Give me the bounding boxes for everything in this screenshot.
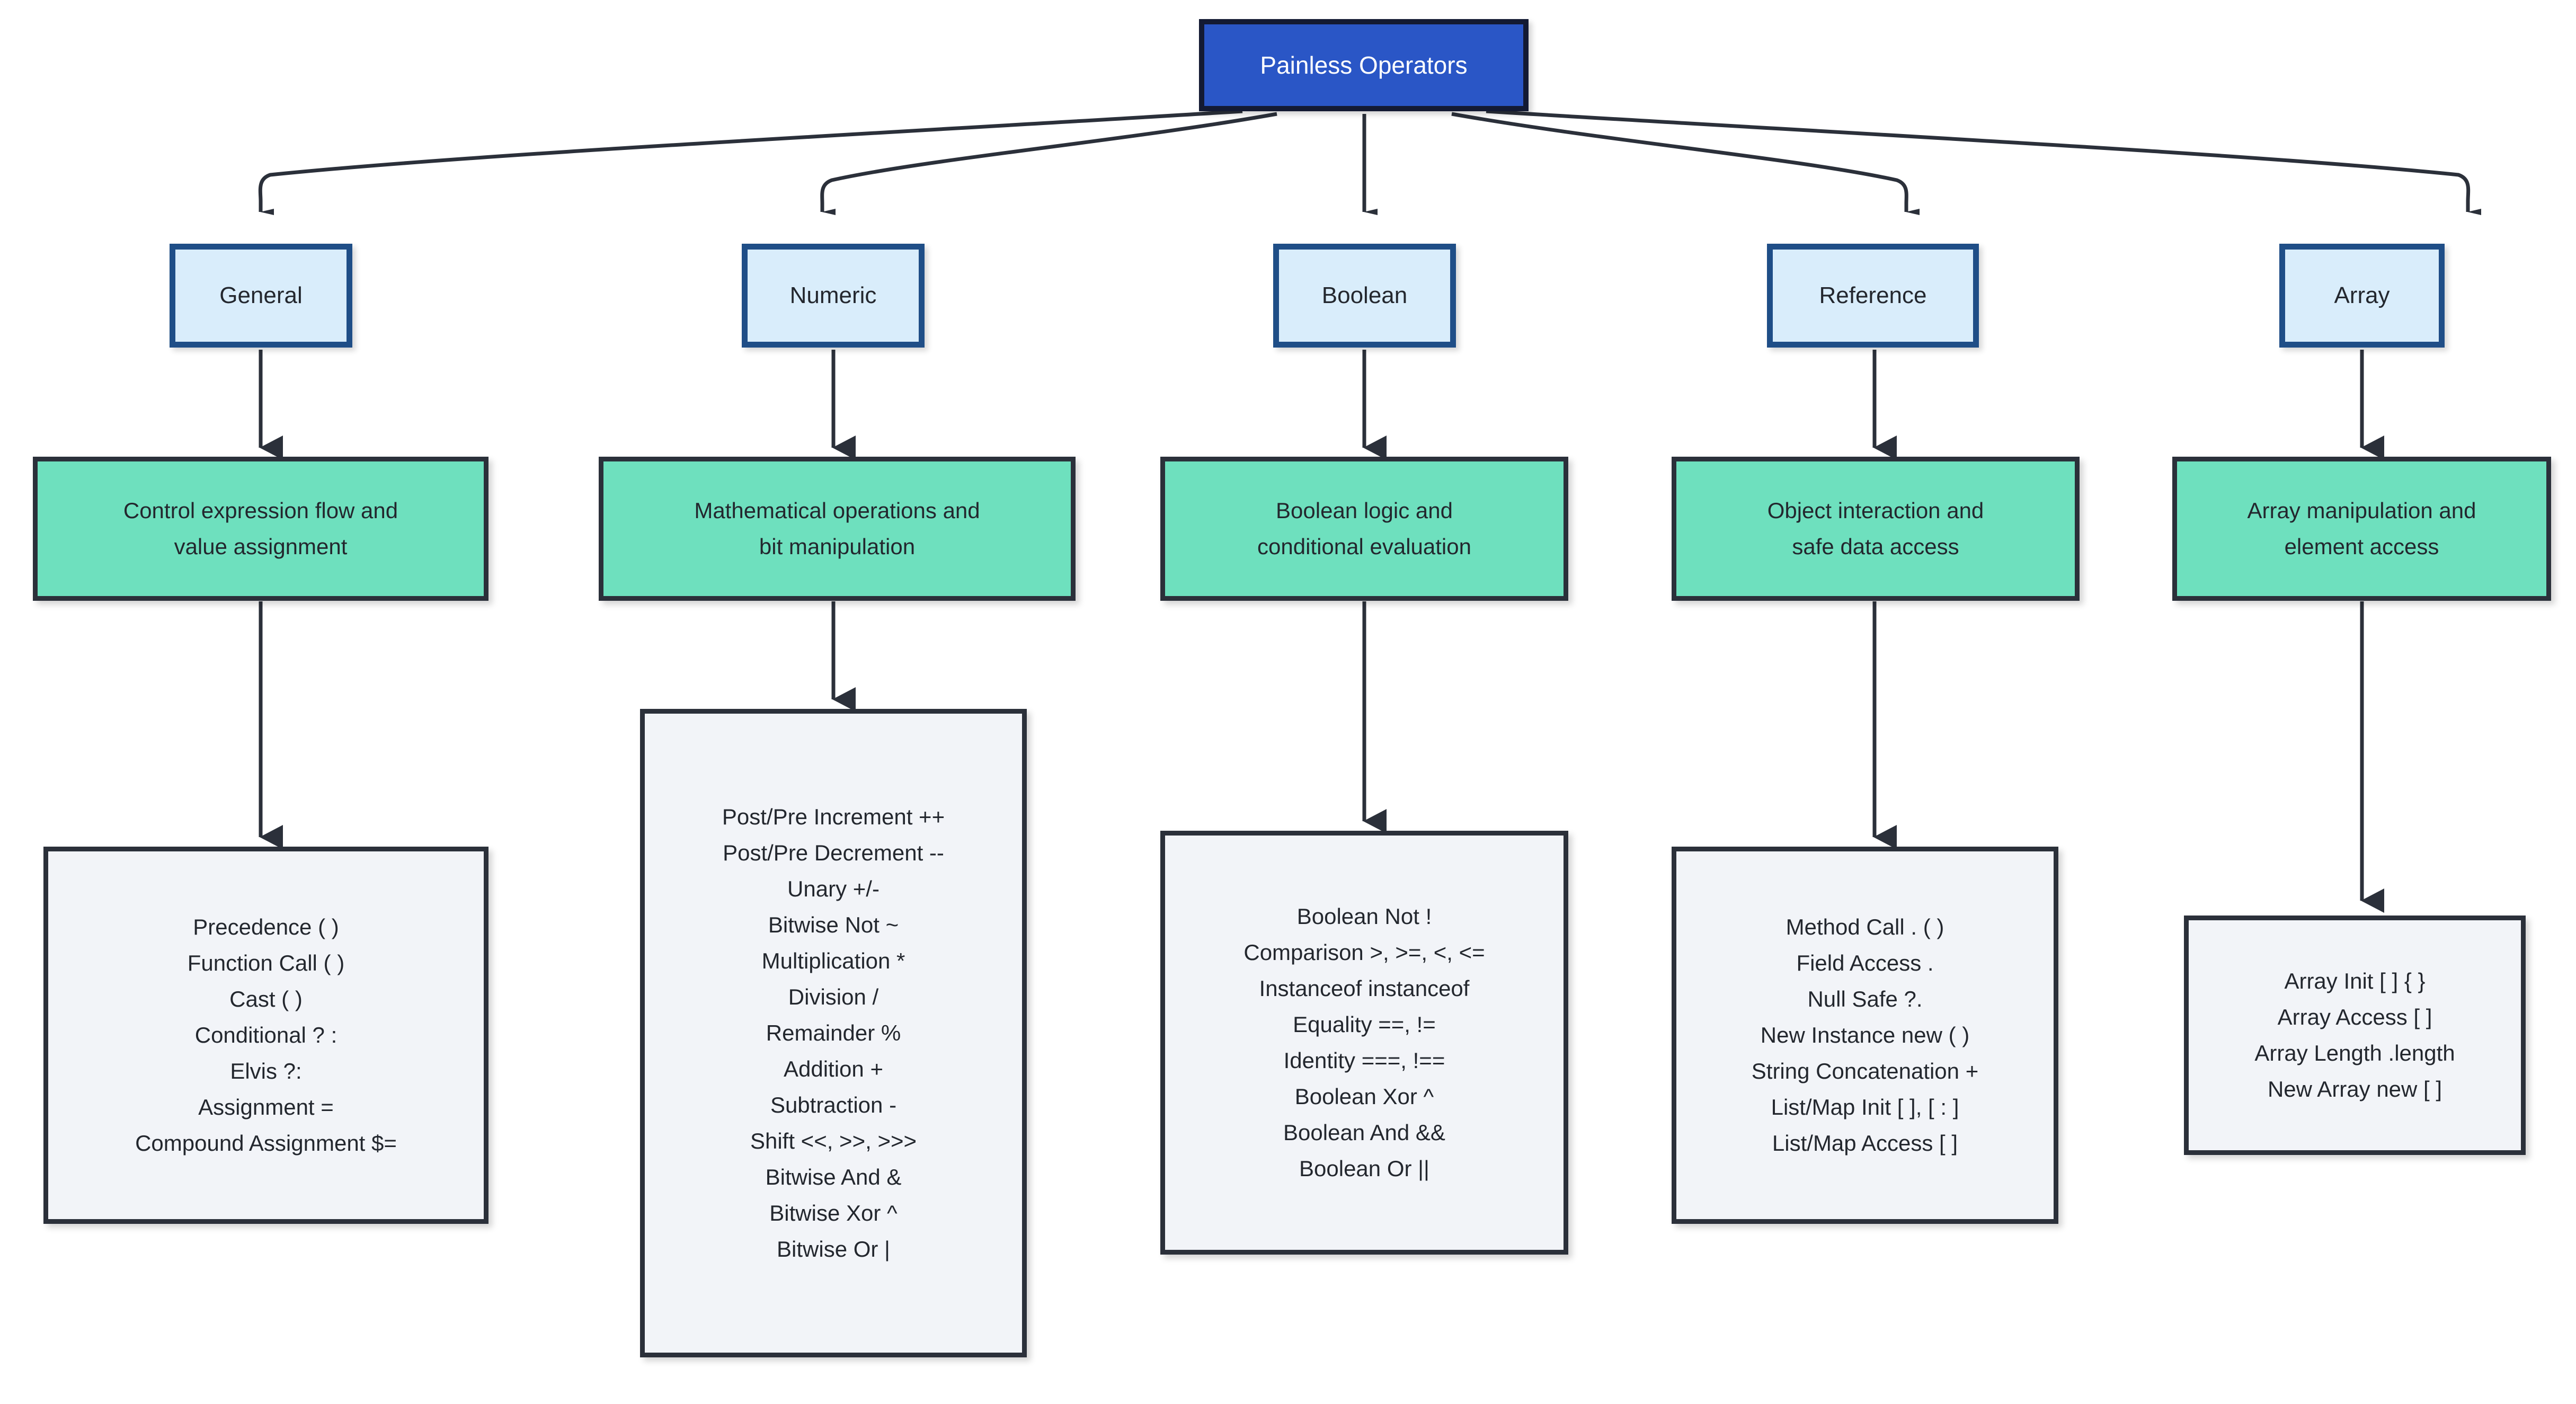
description-node-numeric[interactable]: Mathematical operations and bit manipula…	[599, 457, 1076, 601]
detail-item: Conditional ? :	[194, 1022, 337, 1047]
detail-item: Bitwise And &	[765, 1165, 902, 1190]
description-text: Object interaction and safe data access	[1767, 493, 1984, 565]
category-label: General	[219, 282, 303, 308]
description-node-general[interactable]: Control expression flow and value assign…	[33, 457, 488, 601]
detail-item: Multiplication *	[761, 948, 905, 973]
detail-item: String Concatenation +	[1751, 1059, 1979, 1084]
description-line: Mathematical operations and	[694, 497, 980, 523]
detail-item: Bitwise Or |	[777, 1237, 890, 1262]
detail-item: Instanceof instanceof	[1259, 975, 1470, 1001]
detail-item: Boolean And &&	[1283, 1120, 1445, 1145]
description-text: Mathematical operations and bit manipula…	[694, 493, 980, 565]
detail-item: Subtraction -	[770, 1092, 897, 1118]
detail-item: Array Length .length	[2254, 1041, 2455, 1065]
detail-item: List/Map Init [ ], [ : ]	[1771, 1095, 1959, 1120]
detail-node-reference[interactable]: Method Call . ( ) Field Access . Null Safe…	[1672, 847, 2058, 1224]
detail-item: Identity ===, !==	[1283, 1048, 1445, 1073]
description-line: Control expression flow and	[123, 497, 398, 523]
detail-item: New Array new [ ]	[2267, 1077, 2442, 1102]
root-label: Painless Operators	[1260, 51, 1468, 79]
detail-item: Null Safe ?.	[1807, 986, 1923, 1011]
description-line: Object interaction and	[1767, 497, 1984, 523]
description-text: Array manipulation and element access	[2248, 493, 2476, 565]
detail-node-general[interactable]: Precedence ( ) Function Call ( ) Cast ( ) C…	[43, 847, 488, 1224]
detail-item: Addition +	[784, 1056, 883, 1082]
detail-item: Equality ==, !=	[1293, 1011, 1436, 1037]
category-node-general[interactable]: General	[170, 244, 352, 348]
detail-item: Compound Assignment $=	[135, 1131, 397, 1156]
category-label: Array	[2334, 282, 2390, 308]
detail-item: Division /	[788, 984, 879, 1009]
detail-item: Comparison >, >=, <, <=	[1243, 939, 1485, 965]
detail-item: Array Access [ ]	[2277, 1004, 2432, 1029]
detail-item: Remainder %	[766, 1020, 901, 1045]
description-node-array[interactable]: Array manipulation and element access	[2172, 457, 2551, 601]
category-node-boolean[interactable]: Boolean	[1273, 244, 1456, 348]
detail-item: Shift <<, >>, >>>	[750, 1128, 917, 1154]
detail-item: Assignment =	[198, 1095, 334, 1120]
detail-node-boolean[interactable]: Boolean Not ! Comparison >, >=, <, <= Inst…	[1160, 831, 1568, 1255]
detail-item: Function Call ( )	[187, 950, 345, 975]
detail-item: Cast ( )	[229, 986, 303, 1011]
detail-item: Elvis ?:	[230, 1059, 302, 1084]
detail-item: List/Map Access [ ]	[1772, 1131, 1958, 1156]
description-line: conditional evaluation	[1257, 534, 1471, 559]
root-node[interactable]: Painless Operators	[1199, 19, 1529, 111]
detail-item: Boolean Xor ^	[1294, 1084, 1434, 1109]
detail-item: Unary +/-	[787, 876, 880, 901]
category-node-reference[interactable]: Reference	[1767, 244, 1979, 348]
category-label: Reference	[1819, 282, 1927, 308]
detail-item: Precedence ( )	[193, 914, 339, 939]
detail-item: Field Access .	[1796, 950, 1934, 975]
description-line: value assignment	[174, 534, 348, 559]
description-line: Boolean logic and	[1276, 497, 1453, 523]
description-text: Boolean logic and conditional evaluation	[1257, 493, 1471, 565]
detail-item: Boolean Or ||	[1299, 1156, 1429, 1181]
detail-item: Method Call . ( )	[1786, 914, 1944, 939]
description-line: Array manipulation and	[2247, 497, 2476, 523]
detail-item: Post/Pre Decrement --	[723, 840, 944, 865]
detail-node-numeric[interactable]: Post/Pre Increment ++ Post/Pre Decrement …	[640, 709, 1027, 1357]
description-line: element access	[2284, 534, 2439, 559]
category-node-numeric[interactable]: Numeric	[742, 244, 925, 348]
detail-item: New Instance new ( )	[1760, 1022, 1970, 1047]
category-node-array[interactable]: Array	[2279, 244, 2445, 348]
description-line: bit manipulation	[759, 534, 916, 559]
description-node-reference[interactable]: Object interaction and safe data access	[1672, 457, 2080, 601]
detail-item: Boolean Not !	[1296, 903, 1432, 929]
detail-item: Array Init [ ] { }	[2284, 968, 2426, 993]
description-text: Control expression flow and value assign…	[123, 493, 398, 565]
description-line: safe data access	[1792, 534, 1959, 559]
detail-item: Post/Pre Increment ++	[722, 804, 945, 829]
category-label: Boolean	[1321, 282, 1408, 308]
category-label: Numeric	[789, 282, 877, 308]
description-node-boolean[interactable]: Boolean logic and conditional evaluation	[1160, 457, 1568, 601]
detail-node-array[interactable]: Array Init [ ] { } Array Access [ ] Array …	[2184, 916, 2526, 1155]
detail-item: Bitwise Xor ^	[769, 1201, 898, 1226]
detail-item: Bitwise Not ~	[768, 912, 899, 937]
